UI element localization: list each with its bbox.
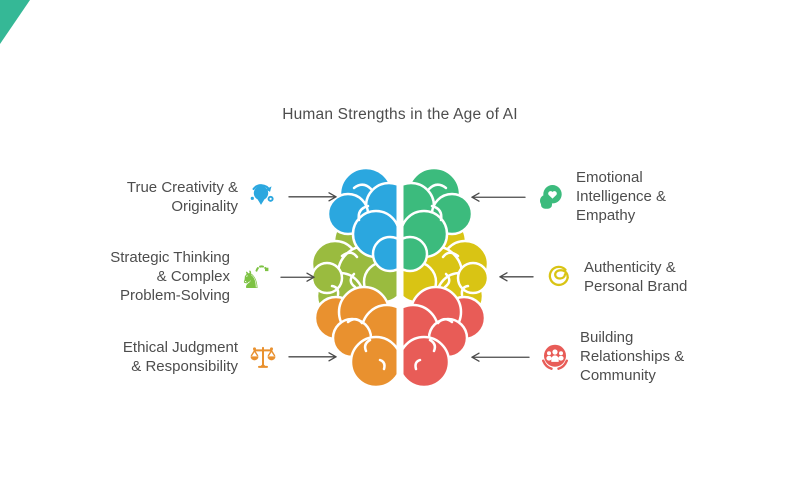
item-authenticity: Authenticity & Personal Brand: [498, 258, 748, 296]
community-people-icon: [542, 344, 568, 370]
item-label: Building Relationships & Community: [580, 329, 685, 385]
corner-triangle-accent: [0, 0, 30, 44]
item-label: Strategic Thinking & Complex Problem-Sol…: [110, 249, 230, 305]
brain-illustration: [312, 166, 488, 389]
threads-spiral-icon: [548, 265, 569, 287]
arrow-to-brain: [288, 192, 337, 202]
item-true-creativity: True Creativity & Originality: [104, 178, 338, 216]
brain-left-bottom-region: [313, 285, 397, 389]
brain-right-top-region: [403, 166, 474, 273]
head-heart-icon: [540, 184, 562, 209]
item-label: True Creativity & Originality: [126, 178, 238, 215]
item-emotional-intelligence: Emotional Intelligence & Empathy: [470, 168, 720, 226]
item-building-relationships: Building Relationships & Community: [470, 328, 730, 386]
arrow-to-brain: [471, 352, 530, 362]
brain-right-bottom-region: [403, 285, 487, 389]
creativity-lightbulb-icon: [250, 184, 274, 205]
arrow-to-brain: [499, 272, 534, 282]
item-ethical-judgment: Ethical Judgment & Responsibility: [116, 338, 338, 376]
balance-scale-icon: [250, 347, 276, 368]
item-label: Ethical Judgment & Responsibility: [122, 338, 238, 375]
brain-left-hemisphere: [312, 166, 397, 389]
item-label: Emotional Intelligence & Empathy: [576, 169, 667, 225]
arrow-to-brain: [280, 272, 315, 282]
brain-right-hemisphere: [403, 166, 488, 389]
arrow-to-brain: [288, 352, 337, 362]
page-title: Human Strengths in the Age of AI: [282, 106, 518, 123]
arrow-to-brain: [471, 192, 526, 202]
chess-knight-icon: ♞: [240, 265, 269, 292]
item-label: Authenticity & Personal Brand: [584, 258, 688, 295]
brain-left-top-region: [326, 166, 397, 273]
item-strategic-thinking: Strategic Thinking & Complex Problem-Sol…: [100, 248, 316, 306]
svg-text:♞: ♞: [240, 266, 262, 292]
